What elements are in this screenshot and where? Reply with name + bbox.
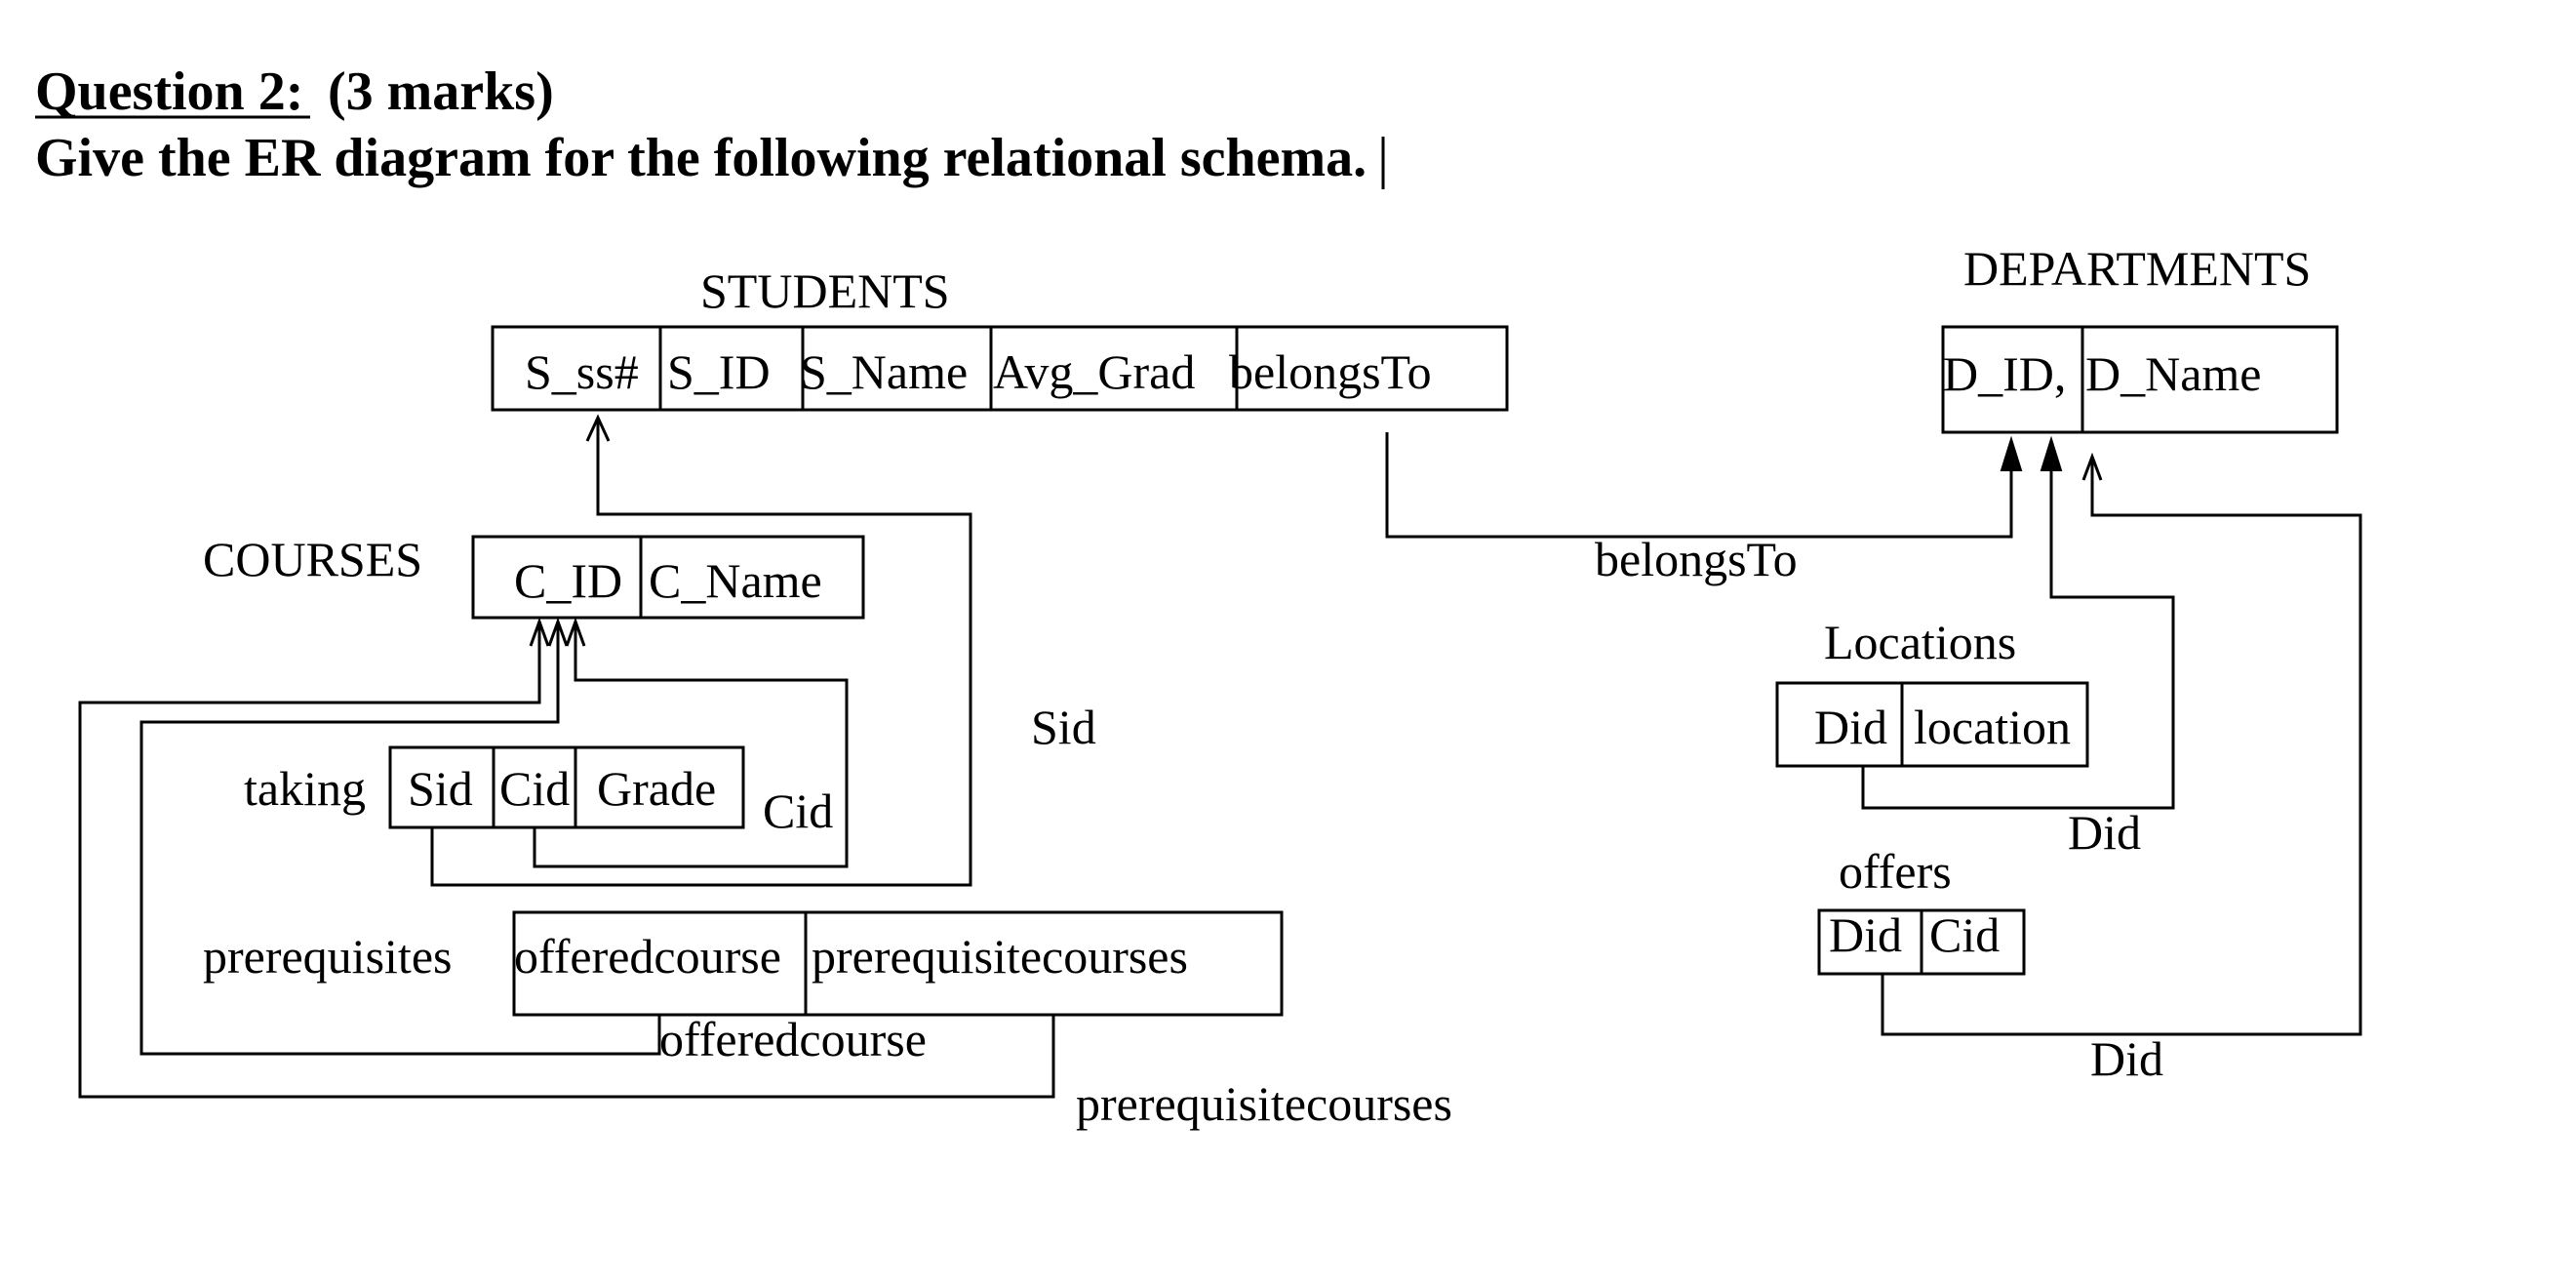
belongsto-label: belongsTo [1595,532,1798,586]
offers-attr-did: Did [1829,907,1902,962]
offers-attr-cid: Cid [1929,907,2000,962]
locations-title: Locations [1824,615,2016,669]
connector-sid [430,414,972,887]
question-prompt: Give the ER diagram for the following re… [35,128,1367,188]
students-attr-belongsto: belongsTo [1229,344,1432,399]
taking-table: Sid Cid Grade [388,745,745,829]
taking-attr-grade: Grade [597,761,716,816]
did-offers-label: Did [2090,1031,2163,1086]
did-locations-label: Did [2068,805,2141,860]
courses-table: C_ID C_Name [471,535,865,620]
question-marks: (3 marks) [328,61,554,122]
connector-did-offers [1881,452,2362,1036]
departments-table: D_ID, D_Name [1941,325,2339,434]
connector-prerequisitecourses [78,617,1055,1099]
taking-title: taking [244,761,366,816]
students-attr-sname: S_Name [800,344,968,399]
departments-title: DEPARTMENTS [1963,241,2311,296]
locations-attr-did: Did [1814,700,1887,754]
connector-belongsto [1385,432,2023,539]
prerequisites-attr-prerequisitecourses: prerequisitecourses [812,929,1188,984]
prerequisites-table: offeredcourse prerequisitecourses [512,910,1284,1017]
locations-attr-location: location [1914,700,2071,754]
departments-attr-dname: D_Name [2085,346,2262,401]
cid-label: Cid [763,784,833,838]
connector-offeredcourse [139,617,661,1056]
students-title: STUDENTS [700,263,950,318]
connector-did-locations [1861,435,2175,810]
courses-attr-cid: C_ID [514,553,622,608]
question-title: Question 2: [35,61,303,122]
locations-table: Did location [1775,681,2089,768]
offeredcourse-label: offeredcourse [659,1012,927,1066]
students-attr-avggrad: Avg_Grad [993,344,1195,399]
departments-attr-did: D_ID, [1943,346,2066,401]
courses-title: COURSES [203,532,422,586]
offers-table: Did Cid [1817,907,2026,976]
prerequisites-title: prerequisites [203,929,452,984]
students-table: S_ss# S_ID S_Name Avg_Grad belongsTo [491,325,1509,412]
connector-cid [533,617,849,868]
prerequisitecourses-label: prerequisitecourses [1076,1076,1452,1131]
taking-attr-sid: Sid [408,761,473,816]
students-attr-sid: S_ID [667,344,771,399]
taking-attr-cid: Cid [499,761,570,816]
students-attr-sss: S_ss# [525,344,639,399]
offers-title: offers [1839,844,1952,899]
prerequisites-attr-offeredcourse: offeredcourse [514,929,781,984]
sid-label: Sid [1031,700,1096,754]
courses-attr-cname: C_Name [649,553,822,608]
